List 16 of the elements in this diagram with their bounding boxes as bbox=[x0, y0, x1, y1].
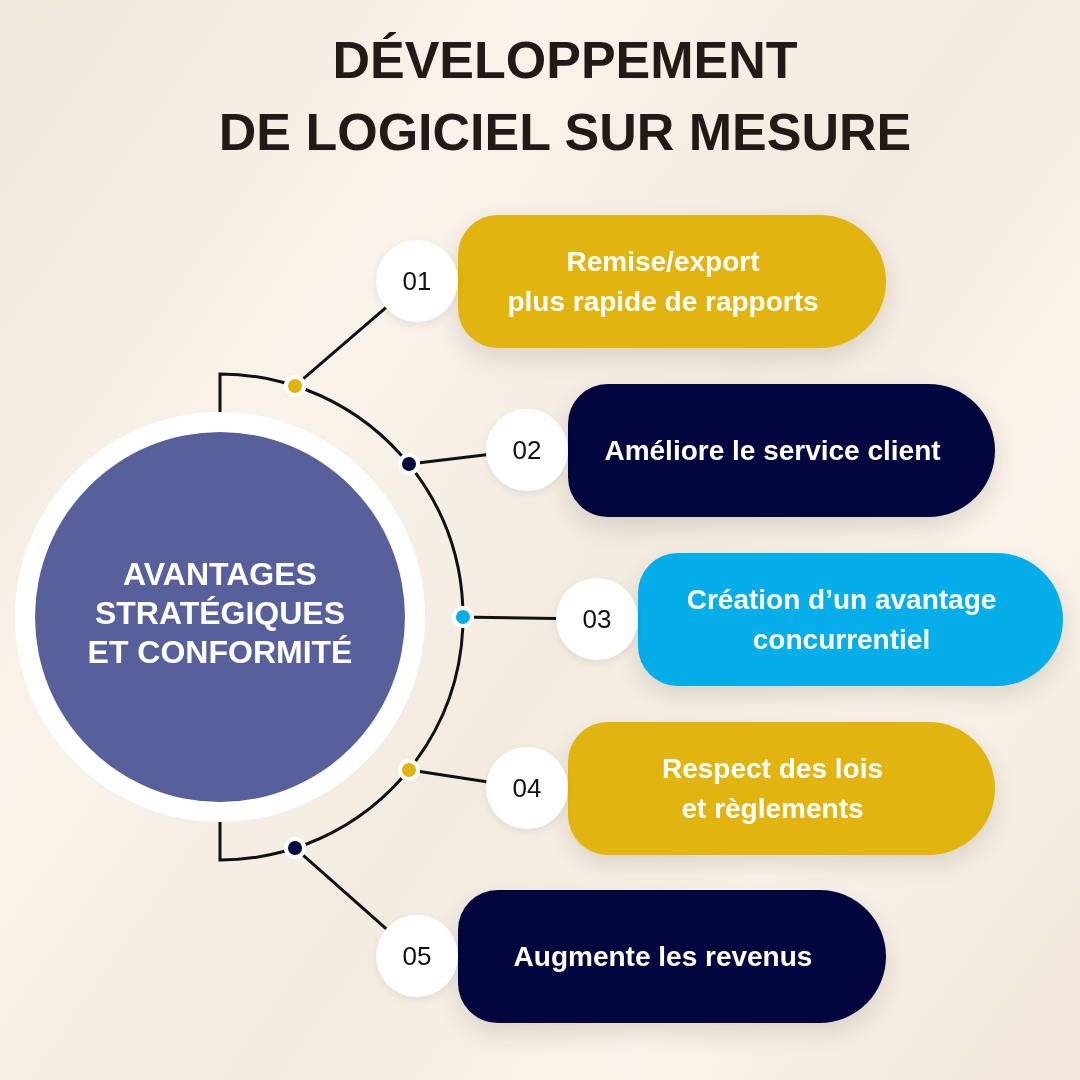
arc-line bbox=[414, 472, 465, 607]
hub-circle: AVANTAGES STRATÉGIQUES ET CONFORMITÉ bbox=[15, 412, 425, 822]
benefit-pill: Respect des lois et règlements bbox=[568, 722, 995, 855]
benefit-pill: Remise/export plus rapide de rapports bbox=[458, 215, 886, 348]
title: DÉVELOPPEMENT DE LOGICIEL SUR MESURE bbox=[217, 30, 913, 163]
benefit-pill: Création d’un avantage concurrentiel bbox=[638, 553, 1063, 686]
arc-line bbox=[218, 372, 285, 412]
arc-line bbox=[414, 627, 465, 762]
arc-line bbox=[218, 822, 285, 862]
connector-line bbox=[473, 615, 557, 620]
benefit-pill: Améliore le service client bbox=[568, 384, 995, 517]
connector-line bbox=[302, 306, 387, 380]
connector-line bbox=[419, 453, 487, 465]
connector-line bbox=[302, 854, 388, 930]
benefit-pill: Augmente les revenus bbox=[458, 890, 886, 1023]
connector-line bbox=[419, 770, 487, 784]
